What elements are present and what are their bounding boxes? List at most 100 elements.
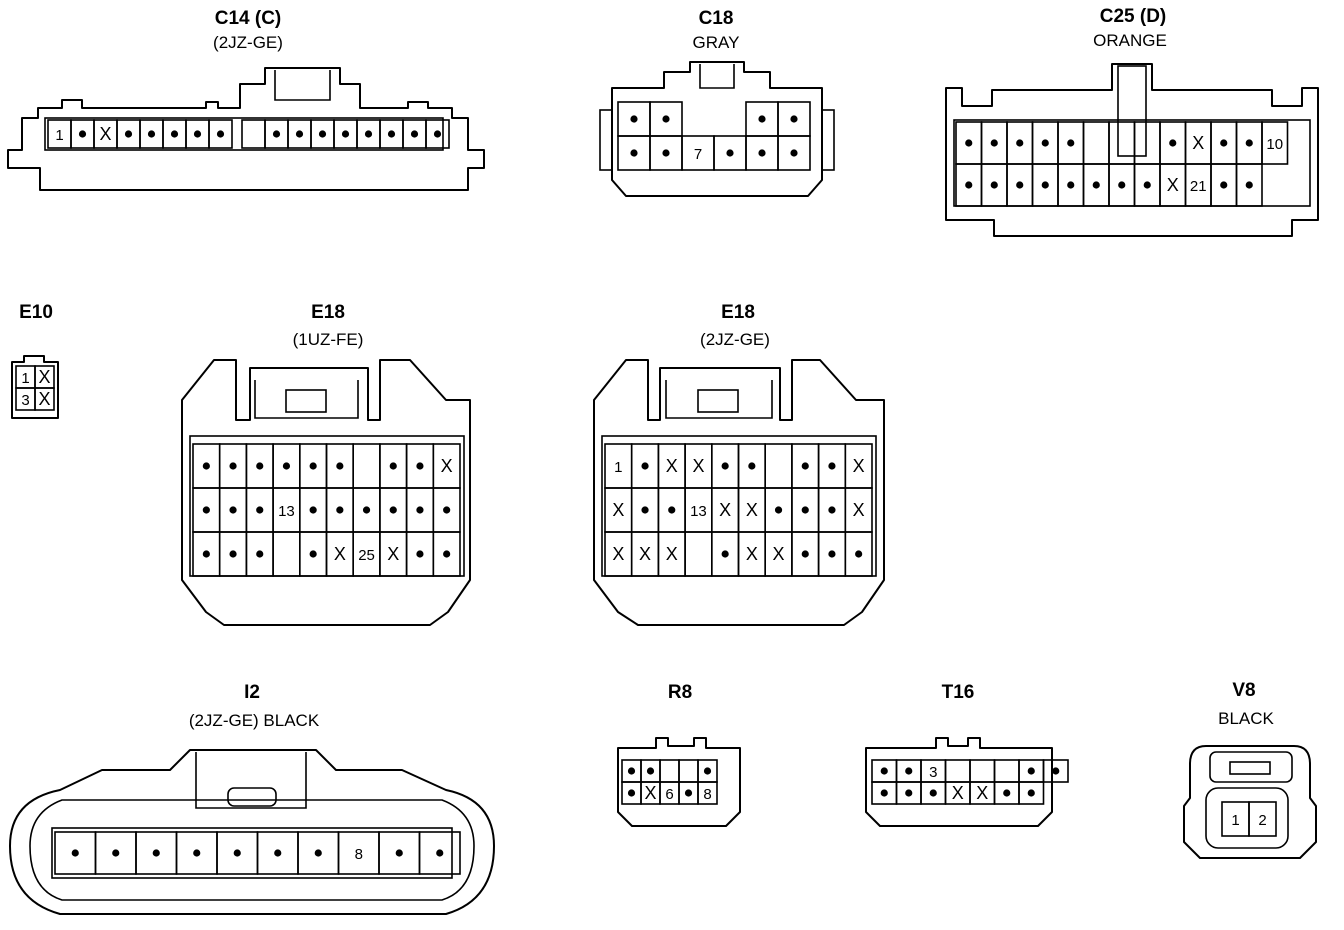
e18b-pin-dot bbox=[801, 462, 809, 470]
e18a-pin-dot bbox=[336, 462, 344, 470]
c18-pin-dot bbox=[790, 149, 798, 157]
c14-pin-dot bbox=[272, 130, 281, 138]
e18a-pin-label: X bbox=[441, 456, 453, 476]
c14-title: C14 (C) bbox=[215, 8, 282, 29]
c14-pin-dot bbox=[78, 130, 87, 138]
i2-pin-dot bbox=[112, 849, 120, 857]
e18a-pin-dot bbox=[389, 462, 397, 470]
c18-pin-dot bbox=[758, 149, 766, 157]
c14-pin-dot bbox=[193, 130, 202, 138]
t16-pin-label: X bbox=[952, 783, 964, 803]
t16-pin-dot bbox=[880, 767, 888, 775]
c25-pin-dot bbox=[1220, 139, 1228, 147]
c25-pin-dot bbox=[1067, 181, 1075, 189]
i2-pin-dot bbox=[436, 849, 444, 857]
c14-pin-dot bbox=[295, 130, 304, 138]
e18b-pin-cell bbox=[844, 531, 873, 577]
c25-pin-cell bbox=[1261, 121, 1289, 165]
e18a-latch bbox=[285, 389, 327, 413]
c25-pin-dot bbox=[1041, 181, 1049, 189]
c25-pin-dot bbox=[1041, 139, 1049, 147]
c25-pin-label: 10 bbox=[1266, 136, 1283, 153]
e18b-pin-label: 1 bbox=[614, 459, 622, 476]
c25-pin-label: X bbox=[1167, 175, 1179, 195]
v8-pin-cell bbox=[1248, 801, 1277, 837]
e18a-pin-dot bbox=[256, 506, 264, 514]
r8-pin-cell bbox=[659, 759, 680, 783]
e18b-lock bbox=[665, 380, 773, 419]
i2-title: I2 bbox=[244, 682, 260, 703]
i2-pin-label: 8 bbox=[355, 846, 363, 863]
r8-pin-label: X bbox=[644, 783, 656, 803]
c18-pin-dot bbox=[662, 115, 670, 123]
e18a-pin-dot bbox=[202, 550, 210, 558]
c25-pin-cell bbox=[1235, 163, 1263, 207]
connector-i2: I2 (2JZ-GE) BLACK 8 bbox=[9, 682, 495, 915]
e18b-pin-dot bbox=[774, 506, 783, 514]
i2-pin-dot bbox=[71, 849, 79, 857]
t16-pin-cell bbox=[969, 759, 996, 783]
c14-pin-dot bbox=[318, 130, 327, 138]
e10-pin-cell bbox=[34, 387, 55, 411]
c18-pins: 7 bbox=[617, 101, 811, 171]
c14-pin-cell bbox=[425, 119, 450, 149]
e18b-pin-dot bbox=[828, 462, 836, 470]
i2-lock bbox=[195, 752, 307, 809]
e18a-pin-label: 25 bbox=[358, 547, 375, 564]
c14-lock bbox=[274, 70, 331, 101]
i2-inner-shell bbox=[29, 799, 475, 901]
e18b-pin-dot bbox=[801, 506, 809, 514]
v8-pin-label: 1 bbox=[1231, 812, 1239, 829]
e18a-pin-label: X bbox=[334, 544, 346, 564]
e10-title: E10 bbox=[19, 302, 53, 323]
t16-pin-dot bbox=[1027, 767, 1035, 775]
t16-pin-cell bbox=[1042, 759, 1069, 783]
c14-pin-dot bbox=[216, 130, 225, 138]
e10-pin-label: X bbox=[38, 367, 50, 387]
i2-pins: 8 bbox=[54, 831, 461, 875]
c25-housing bbox=[945, 63, 1319, 237]
r8-pin-dot bbox=[627, 789, 636, 797]
i2-subtitle: (2JZ-GE) BLACK bbox=[189, 711, 320, 730]
c18-pin-dot bbox=[790, 115, 798, 123]
c25-pin-dot bbox=[965, 139, 973, 147]
c18-lock bbox=[699, 64, 735, 89]
e18a-pin-dot bbox=[202, 462, 210, 470]
e18b-pin-dot bbox=[641, 462, 649, 470]
c25-pin-dot bbox=[1067, 139, 1075, 147]
e18b-pin-dot bbox=[855, 550, 863, 558]
r8-pin-dot bbox=[684, 789, 693, 797]
i2-face bbox=[51, 827, 453, 879]
v8-subtitle: BLACK bbox=[1218, 709, 1274, 728]
c18-pin-dot bbox=[662, 149, 670, 157]
c14-housing bbox=[7, 67, 485, 191]
c14-subtitle: (2JZ-GE) bbox=[213, 33, 283, 52]
e18b-pin-dot bbox=[828, 506, 836, 514]
e18b-pin-label: X bbox=[639, 544, 651, 564]
c25-pin-cell bbox=[1082, 121, 1110, 165]
e18a-pin-dot bbox=[309, 462, 317, 470]
t16-pin-dot bbox=[1027, 789, 1035, 797]
e18b-pin-label: X bbox=[853, 456, 865, 476]
c25-lock bbox=[1117, 65, 1147, 157]
e18a-pin-cell bbox=[352, 443, 381, 489]
t16-pin-label: X bbox=[976, 783, 988, 803]
e18a-pin-cell bbox=[272, 531, 301, 577]
e18b-pin-dot bbox=[668, 506, 676, 514]
i2-pin-dot bbox=[314, 849, 322, 857]
e18b-pin-label: X bbox=[773, 544, 785, 564]
c14-pin-dot bbox=[147, 130, 156, 138]
e18b-pin-cell bbox=[684, 531, 713, 577]
e18a-pin-dot bbox=[256, 462, 264, 470]
c14-pin-label: X bbox=[99, 124, 111, 144]
e18a-pin-dot bbox=[229, 550, 237, 558]
i2-outer-shell bbox=[9, 749, 495, 915]
t16-pin-cell bbox=[993, 759, 1020, 783]
